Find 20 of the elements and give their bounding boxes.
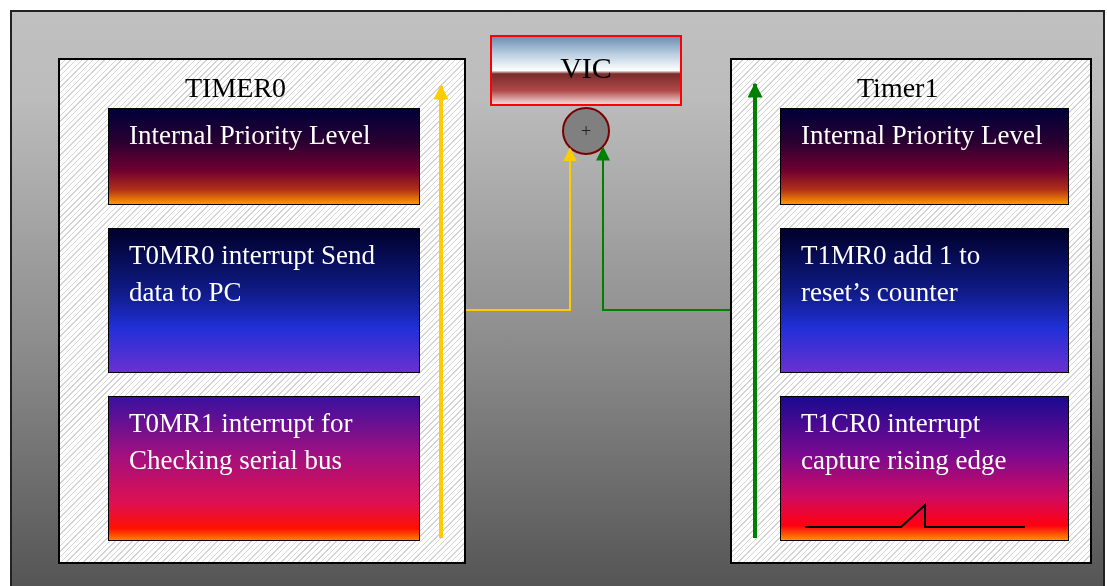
interrupt-box <box>780 396 1069 541</box>
box-text: T1MR0 add 1 to reset’s counter <box>801 239 982 309</box>
vic-box <box>490 35 682 106</box>
box-text: T1CR0 interrupt capture rising edge <box>801 407 1008 477</box>
box-text: Internal Priority Level <box>801 119 1044 152</box>
interrupt-box <box>780 228 1069 373</box>
box-text: Internal Priority Level <box>129 119 372 152</box>
panel-title: Timer1 <box>857 72 939 104</box>
interrupt-box <box>780 108 1069 205</box>
interrupt-box <box>108 396 420 541</box>
interrupt-box <box>108 228 420 373</box>
plus-sign: + <box>580 120 592 143</box>
connector-arrow <box>465 147 577 311</box>
interrupt-box <box>108 108 420 205</box>
box-text: T0MR1 interrupt for Checking serial bus <box>129 407 354 477</box>
box-text: T0MR0 interrupt Send data to PC <box>129 239 376 309</box>
timer-panel <box>58 58 466 564</box>
panel-title: TIMER0 <box>185 72 287 104</box>
connector-arrow <box>596 146 731 311</box>
timer-panel <box>730 58 1092 564</box>
